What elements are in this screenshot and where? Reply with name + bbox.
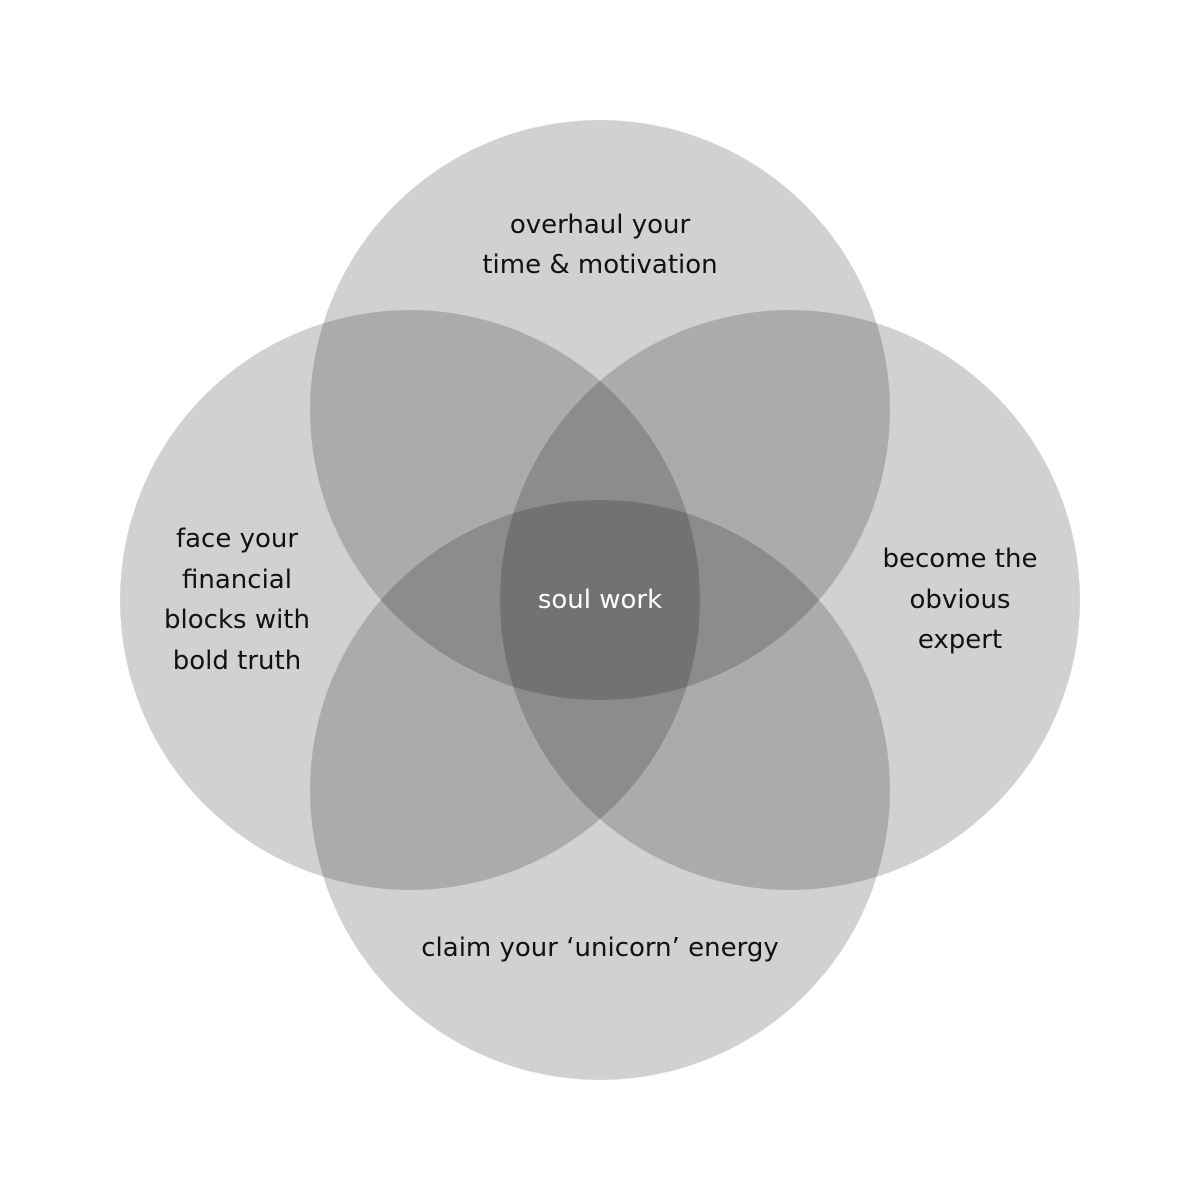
circle-top [310, 120, 890, 700]
circle-left [120, 310, 700, 890]
label-left: face your financial blocks with bold tru… [164, 524, 310, 676]
label-left-line: financial [182, 565, 292, 595]
label-right-line: expert [918, 625, 1002, 655]
label-bottom: claim your ‘unicorn’ energy [421, 933, 778, 963]
label-left-line: face your [176, 524, 298, 554]
label-right: become the obvious expert [883, 544, 1038, 655]
center-label: soul work [538, 585, 662, 615]
label-left-line: bold truth [173, 646, 301, 676]
label-right-line: obvious [910, 585, 1011, 615]
label-right-line: become the [883, 544, 1038, 574]
label-top: overhaul your time & motivation [482, 210, 717, 280]
label-bottom-line: claim your ‘unicorn’ energy [421, 933, 778, 963]
label-top-line: overhaul your [510, 210, 691, 240]
label-top-line: time & motivation [482, 250, 717, 280]
label-left-line: blocks with [164, 605, 310, 635]
circle-bottom [310, 500, 890, 1080]
circle-right [500, 310, 1080, 890]
